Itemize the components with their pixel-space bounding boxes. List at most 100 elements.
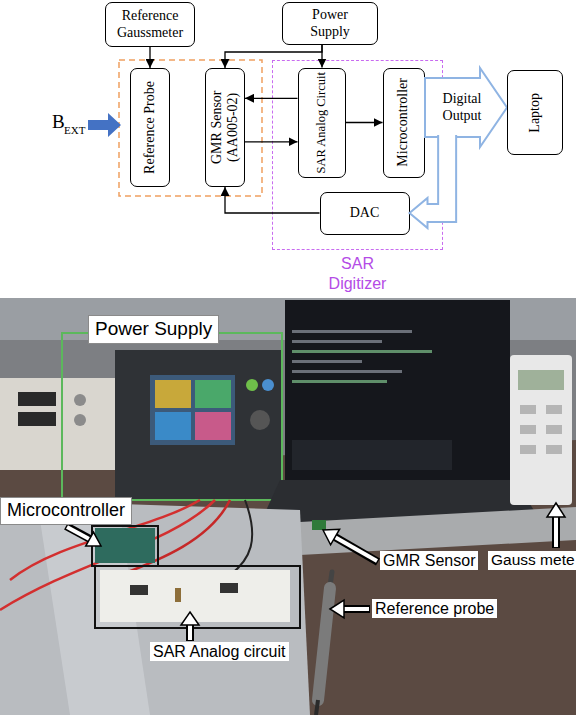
connector-line [149,47,150,68]
callout-arrow [333,536,377,561]
node-label: Reference Probe [142,81,158,174]
screen-panel [155,412,191,440]
node-label: Microcontroller [395,78,411,167]
screen-terminal [292,440,452,470]
bench-supply [0,378,118,470]
node-label: DAC [350,205,380,221]
screen-code-line [292,340,382,343]
analyzer-button [262,379,274,391]
output-block-arrow: Digital Output [425,78,507,137]
probe-box: Reference Probe [130,68,170,187]
highlight-frame [62,333,282,500]
signal-connector [225,45,322,68]
screen-panel [195,380,231,408]
signal-connector [322,45,323,68]
connector-line [321,45,322,68]
callout-label: SAR Analog circuit [150,642,289,661]
highlight-frame [95,566,300,628]
callout-arrow [547,503,565,517]
screen-panel [155,380,191,408]
callout-label: Gauss mete [488,551,576,570]
branch-outline [428,135,448,213]
callout-arrow [323,529,340,545]
gaussmeter-display [518,370,564,390]
process-box: Microcontroller [383,68,425,178]
callout-arrow [181,612,199,625]
supply-wire [230,500,252,575]
desk [0,440,576,715]
laptop-screen [285,300,510,480]
callout-label: Power Supply [88,315,219,344]
analyzer-screen [150,375,235,445]
screen-code-line [292,350,432,353]
chip [130,585,148,595]
supply-display [18,392,56,406]
gaussmeter-key [546,445,562,454]
callout-label: Microcontroller [0,497,132,525]
gaussmeter-key [520,405,536,414]
field-arrow [88,113,121,137]
group-title: SAR Digitizer [273,254,442,294]
hollow-arrowhead [410,198,428,228]
callout-arrow [86,532,101,546]
signal-connector [150,47,151,68]
dc-power-analyzer [115,350,283,500]
probe-cable [316,700,318,715]
node-label: Laptop [527,93,543,133]
connector-line [346,122,383,123]
instrument-box: Reference Gaussmeter [105,2,195,47]
callout-label: GMR Sensor [380,551,478,570]
node-label: SAR Analog Circuit [314,72,328,173]
supply-knob [74,394,86,406]
node-label: GMR Sensor (AA005-02) [209,69,241,186]
branch-fill [426,133,448,213]
screen-code-line [292,370,402,373]
breadboard [100,570,290,622]
aluminium-foil [0,500,310,715]
gaussmeter-key [520,425,536,434]
guide-rail [300,507,576,555]
signal-connector [346,122,383,123]
node-label: Power Supply [303,7,358,39]
field-symbol: EXT [64,124,85,136]
sensor-group-outline [119,60,262,196]
screen-code-line [292,380,387,383]
supply-knob [74,414,86,426]
field-symbol: B [52,111,65,133]
gmr-sensor-chip [312,520,326,530]
photo-background [0,298,576,715]
block-arrow-outline [425,68,507,147]
gaussmeter-key [546,405,562,414]
supply-box: Power Supply [282,2,378,45]
process-box: DAC [320,192,410,235]
screen-code-line [292,330,412,333]
screen-panel [195,412,231,440]
digitizer-group: SAR DigitizerSAR Analog CircuitMicrocont… [272,60,443,250]
chip [220,583,238,593]
computer-box: Laptop [507,70,563,155]
supply-display [18,412,56,426]
callout-arrow [342,607,369,611]
node-label: Reference Gaussmeter [106,8,194,40]
resistor [175,588,181,602]
block-arrow-shape [425,78,507,137]
callout-arrow [66,526,90,539]
screen-code-line [292,360,362,363]
sensor-box: GMR Sensor (AA005-02) [205,68,245,187]
microcontroller-board [95,528,155,563]
gaussmeter-key [520,445,536,454]
analyzer-button [246,379,258,391]
gaussmeter-body [510,355,572,505]
gaussmeter-key [546,425,562,434]
node-label: Digital Output [434,91,490,125]
callout-label: Reference probe [372,599,497,618]
callout-arrow [67,527,91,540]
analyzer-knob [250,410,270,430]
reference-probe [318,588,330,700]
callout-arrow [554,515,558,547]
process-box: SAR Analog Circuit [298,68,346,178]
callout-arrow [330,600,344,618]
connector-line [225,45,322,68]
highlight-frame [92,526,158,566]
